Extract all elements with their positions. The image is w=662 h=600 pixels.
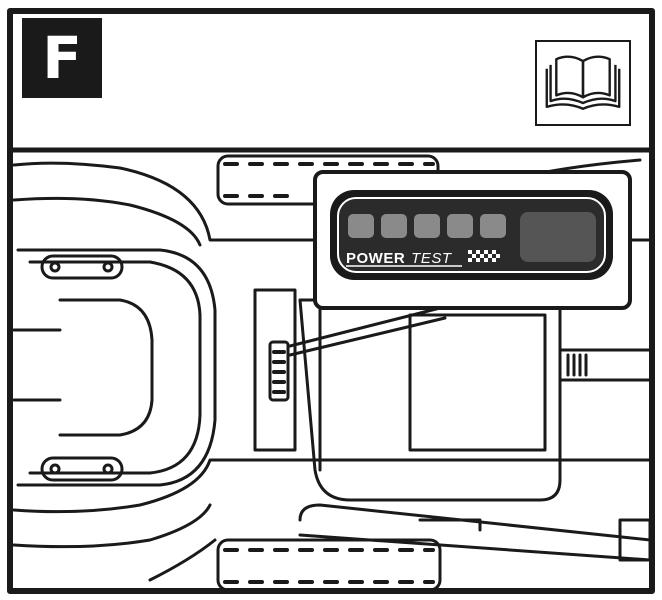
checker-pattern xyxy=(468,250,500,262)
led-3 xyxy=(414,214,440,238)
power-test-callout xyxy=(313,170,632,310)
battery-compartment xyxy=(298,298,654,502)
power-test-label: POWER TEST xyxy=(346,248,452,268)
power-label: POWER xyxy=(346,249,406,267)
led-1 xyxy=(348,214,374,238)
led-row xyxy=(348,214,506,238)
callout-leader-upper xyxy=(288,306,442,348)
open-book-icon xyxy=(535,40,631,126)
callout-leader-lower xyxy=(288,316,447,357)
test-label: TEST xyxy=(411,249,452,267)
step-letter-badge: F xyxy=(22,18,102,98)
led-5 xyxy=(480,214,506,238)
handle-bar-lower xyxy=(298,503,652,562)
led-4 xyxy=(447,214,473,238)
mower-deck xyxy=(12,158,654,582)
test-button xyxy=(520,212,596,262)
battery-unit xyxy=(253,288,297,452)
led-2 xyxy=(381,214,407,238)
bottom-wheel xyxy=(216,538,442,592)
handle-base xyxy=(12,248,217,487)
